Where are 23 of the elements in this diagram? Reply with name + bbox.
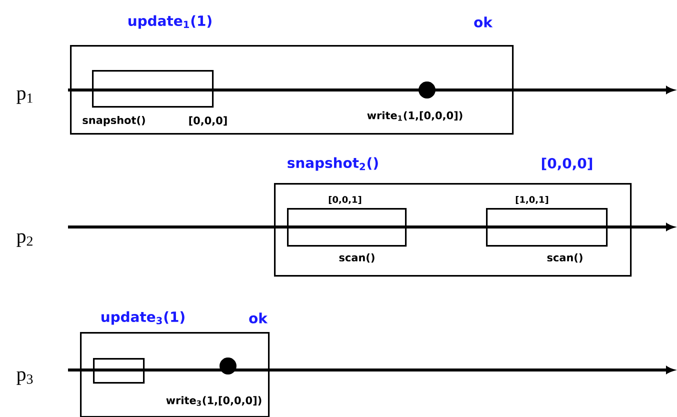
node-label: [0,0,0] (542, 158, 592, 170)
operation-box: [0,0,1] scan() (287, 196, 407, 263)
node-label: scan() (339, 253, 374, 263)
operation-box (93, 358, 145, 384)
process-label: p$_{3}$ (16, 371, 33, 385)
event-label: write$_{3}$(1,[0,0,0]) (166, 396, 262, 406)
event-dot (418, 82, 436, 98)
node-label: scan() (547, 253, 582, 263)
event-dot (220, 358, 236, 374)
process-label: p$_{1}$ (16, 90, 32, 104)
node-label: snapshot() (82, 116, 145, 126)
node-label: ok (249, 312, 268, 324)
node-label: [1,0,1] (516, 196, 548, 204)
process-label: p$_{2}$ (16, 233, 32, 247)
node-label: [0,0,1] (328, 196, 362, 204)
node-label: ok (474, 16, 493, 28)
operation-box: snapshot() [0,0,0] (82, 70, 227, 126)
operation-box: [1,0,1] scan() (486, 196, 608, 263)
event-label: write$_{1}$(1,[0,0,0]) (367, 111, 462, 121)
node-label: update$_{3}$(1) (102, 311, 184, 325)
node-label: [0,0,0] (189, 116, 227, 126)
node-label: snapshot$_{2}$() (288, 157, 378, 171)
node-label: update$_{1}$(1) (128, 15, 212, 29)
